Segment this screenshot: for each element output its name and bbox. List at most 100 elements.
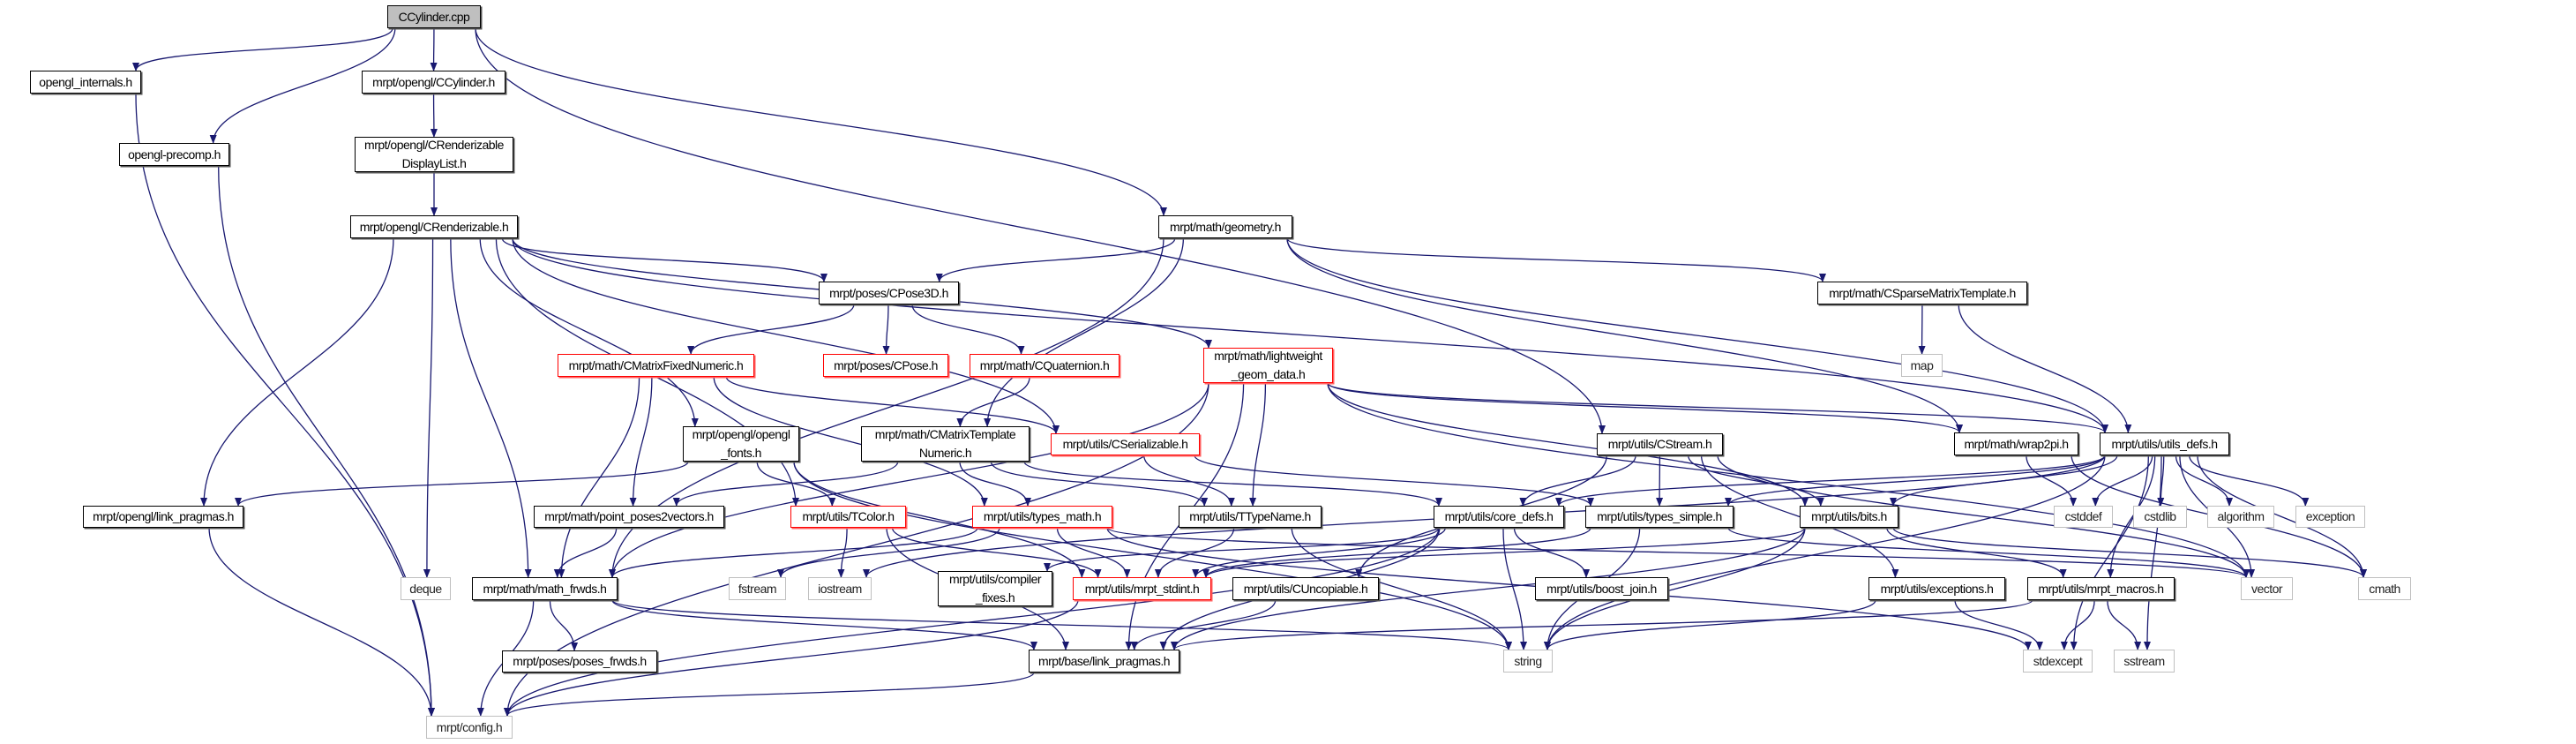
edge-utilsdefs-to-sstream [2143,455,2162,650]
edge-cpp-to-internals [132,27,393,71]
edge-mathfrwds-to-baselink [611,599,1037,650]
node-mrpt-utils-types-math-h[interactable]: mrpt/utils/types_math.h [972,506,1112,528]
node-mrpt-poses-cpose3d-h[interactable]: mrpt/poses/CPose3D.h [819,282,959,304]
node-label: mrpt/math/CMatrixFixedNumeric.h [568,357,744,372]
edge-macros-to-stdexcept [2060,599,2095,650]
node-mrpt-opengl-crenderizable-h[interactable]: mrpt/opengl/CRenderizable.h [350,215,518,238]
edge-bits-to-macros [1886,527,2067,578]
edge-rend-to-deque [423,237,434,578]
node-label: mrpt/math/wrap2pi.h [1964,436,2069,451]
node-mrpt-utils-core-defs-h[interactable]: mrpt/utils/core_defs.h [1434,506,1564,528]
node-string: string [1503,650,1553,673]
node-label: opengl-precomp.h [128,147,221,162]
node-mrpt-opengl-opengl-fonts-h[interactable]: mrpt/opengl/opengl _fonts.h [683,426,799,462]
edge-tcolor-to-iostream [837,527,848,578]
node-mrpt-math-lightweight-geom-data-h[interactable]: mrpt/math/lightweight _geom_data.h [1203,348,1333,383]
node-mrpt-math-geometry-h[interactable]: mrpt/math/geometry.h [1158,215,1292,238]
node-mrpt-utils-cserializable-h[interactable]: mrpt/utils/CSerializable.h [1051,433,1200,455]
edge-coredefs-to-compfixes [1044,527,1440,572]
edge-rend-to-cpose3d [501,237,827,282]
node-opengl-precomp-h[interactable]: opengl-precomp.h [119,143,229,166]
edge-cuncop-to-baselink [1130,599,1277,650]
node-mrpt-utils-types-simple-h[interactable]: mrpt/utils/types_simple.h [1585,506,1734,528]
node-mrpt-base-link-pragmas-h[interactable]: mrpt/base/link_pragmas.h [1029,650,1179,673]
edge-fonts-to-gllink [235,461,689,507]
node-mrpt-utils-cstream-h[interactable]: mrpt/utils/CStream.h [1597,433,1723,455]
node-deque: deque [401,577,451,600]
node-mrpt-poses-poses-frwds-h[interactable]: mrpt/poses/poses_frwds.h [502,650,657,673]
edge-bits-to-cmath [1892,527,2367,578]
node-label: mrpt/utils/boost_join.h [1546,581,1657,596]
edge-cquat-to-cmtn [956,376,1030,427]
node-ccylinder-cpp[interactable]: CCylinder.cpp [387,5,481,28]
edge-lwgeom-to-wrap2pi [1327,382,1963,433]
node-label: mrpt/utils/types_simple.h [1597,509,1722,523]
node-mrpt-utils-bits-h[interactable]: mrpt/utils/bits.h [1800,506,1898,528]
node-mrpt-utils-utils-defs-h[interactable]: mrpt/utils/utils_defs.h [2100,432,2229,455]
node-label: mrpt/poses/CPose.h [834,357,938,372]
node-mrpt-math-cmatrixfixednumeric-h[interactable]: mrpt/math/CMatrixFixedNumeric.h [558,354,754,377]
edge-baselink-to-config [504,672,1035,717]
node-mrpt-poses-cpose-h[interactable]: mrpt/poses/CPose.h [823,354,948,377]
edge-geometry-to-cpose3d [935,237,1176,282]
node-mrpt-opengl-link-pragmas-h[interactable]: mrpt/opengl/link_pragmas.h [83,506,243,528]
node-label: mrpt/utils/compiler _fixes.h [948,572,1042,605]
node-mrpt-math-cquaternion-h[interactable]: mrpt/math/CQuaternion.h [970,354,1120,377]
node-label: map [1910,357,1934,372]
node-mrpt-math-wrap2pi-h[interactable]: mrpt/math/wrap2pi.h [1954,432,2078,455]
node-label: mrpt/utils/TColor.h [802,509,895,523]
edge-geometry-to-utilsdefs [1286,237,2108,433]
node-label: iostream [818,581,862,596]
node-label: mrpt/math/math_frwds.h [483,581,607,596]
edge-utilsdefs-to-exception [2189,455,2310,507]
node-mrpt-math-csparsematrixtemplate-h[interactable]: mrpt/math/CSparseMatrixTemplate.h [1817,282,2027,304]
node-label: mrpt/math/CQuaternion.h [979,357,1110,372]
edge-typesmath-to-stdint [1056,527,1131,578]
node-mrpt-utils-boost-join-h[interactable]: mrpt/utils/boost_join.h [1535,577,1668,600]
node-mrpt-opengl-crenderizable-displaylist-h[interactable]: mrpt/opengl/CRenderizable DisplayList.h [355,137,513,172]
node-cmath: cmath [2358,577,2411,600]
node-mrpt-utils-mrpt-stdint-h[interactable]: mrpt/utils/mrpt_stdint.h [1073,577,1211,600]
edge-geometry-to-csparse [1286,237,1826,282]
node-label: mrpt/utils/utils_defs.h [2111,436,2219,451]
node-mrpt-utils-cuncopiable-h[interactable]: mrpt/utils/CUncopiable.h [1232,577,1379,600]
edge-cserial-to-ttypename [1143,455,1235,507]
node-label: mrpt/utils/mrpt_macros.h [2038,581,2164,596]
node-mrpt-opengl-ccylinder-h[interactable]: mrpt/opengl/CCylinder.h [362,71,505,94]
edge-typessimple-to-vector [1727,527,2250,578]
edge-macros-to-baselink [1171,599,2033,650]
node-mrpt-math-point-poses2vectors-h[interactable]: mrpt/math/point_poses2vectors.h [534,506,724,528]
node-label: CCylinder.cpp [398,9,470,24]
edge-bits-to-stdint [1202,527,1806,578]
node-label: mrpt/utils/bits.h [1811,509,1887,523]
node-mrpt-utils-ttypename-h[interactable]: mrpt/utils/TTypeName.h [1179,506,1322,528]
node-fstream: fstream [729,577,786,600]
node-cstddef: cstddef [2054,506,2113,528]
node-mrpt-utils-tcolor-h[interactable]: mrpt/utils/TColor.h [790,506,906,528]
edge-cpp-to-geometry [475,27,1167,216]
edge-coredefs-to-config [504,527,1440,717]
node-mrpt-utils-exceptions-h[interactable]: mrpt/utils/exceptions.h [1868,577,2005,600]
node-mrpt-utils-mrpt-macros-h[interactable]: mrpt/utils/mrpt_macros.h [2027,577,2175,600]
edge-utilsdefs-to-cstdlib [2157,455,2165,507]
node-opengl-internals-h[interactable]: opengl_internals.h [30,71,141,94]
node-label: cmath [2369,581,2400,596]
node-label: mrpt/math/lightweight _geom_data.h [1214,349,1322,381]
node-label: mrpt/utils/CSerializable.h [1062,437,1188,451]
node-label: mrpt/opengl/link_pragmas.h [93,509,234,523]
edge-cstream-to-exceptions [1700,455,1899,578]
edge-tcolor-to-stdint [891,527,1102,578]
edge-exceptions-to-string [1544,599,1876,650]
edge-pp2v-to-mathfrwds [553,527,618,578]
node-mrpt-math-math-frwds-h[interactable]: mrpt/math/math_frwds.h [472,577,618,600]
node-mrpt-config-h: mrpt/config.h [426,716,513,739]
edge-mathfrwds-to-string [611,599,1512,650]
node-label: cstddef [2064,509,2102,523]
node-algorithm: algorithm [2207,506,2274,528]
edge-coredefs-to-string [1502,527,1528,650]
node-vector: vector [2241,577,2293,600]
edge-cpose3d-to-cmfixed [687,304,855,355]
node-mrpt-utils-compiler-fixes-h[interactable]: mrpt/utils/compiler _fixes.h [938,571,1052,606]
node-mrpt-math-cmatrixtemplate-numeric-h[interactable]: mrpt/math/CMatrixTemplate Numeric.h [861,426,1030,462]
edge-rend-to-fonts [479,237,699,427]
